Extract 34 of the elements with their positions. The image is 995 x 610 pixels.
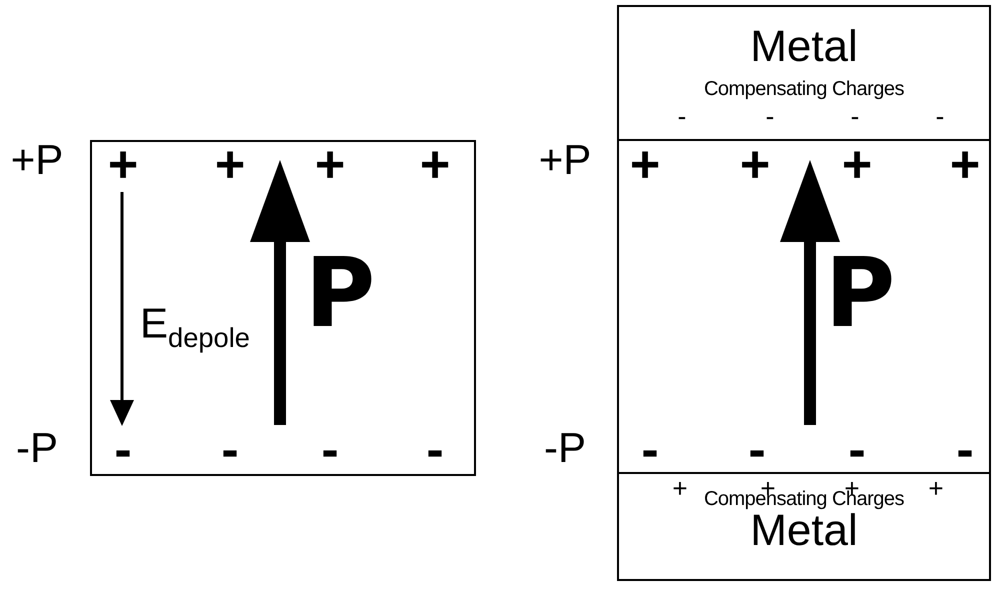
charge-sign: + (420, 139, 450, 191)
charge-sign: + (842, 139, 872, 191)
charge-sign: - (321, 424, 339, 476)
charge-sign: - (956, 424, 974, 476)
charge-sign: + (214, 139, 246, 191)
polarization-label: +P (10, 139, 64, 181)
charge-sign: - (766, 103, 774, 129)
capacitor-box (617, 5, 991, 581)
polarization-symbol: P (824, 245, 896, 341)
charge-sign: + (672, 475, 688, 501)
polarization-label: +P (538, 139, 592, 181)
charge-sign: - (748, 424, 766, 476)
charge-sign: + (630, 139, 660, 191)
charge-sign: - (848, 424, 866, 476)
charge-sign: + (740, 139, 770, 191)
band-heading: Metal (750, 25, 858, 69)
charge-sign: - (936, 103, 944, 129)
charge-sign: + (108, 139, 138, 191)
charge-sign: - (850, 103, 860, 129)
field-label: E$_{depole}$ (140, 302, 250, 352)
charge-sign: + (928, 475, 944, 501)
charge-sign: - (678, 103, 686, 129)
band-subtext: Compensating Charges (704, 79, 904, 99)
charge-sign: - (641, 424, 659, 476)
polarization-label: -P (544, 427, 586, 469)
charge-sign: - (114, 424, 132, 476)
charge-sign: - (426, 424, 444, 476)
band-subtext: Metal (750, 509, 858, 553)
charge-sign: - (221, 424, 239, 476)
polarization-label: -P (16, 427, 58, 469)
crystal-box (90, 140, 476, 476)
charge-sign: + (314, 139, 346, 191)
polarization-symbol: P (304, 245, 376, 341)
charge-sign: + (950, 139, 980, 191)
